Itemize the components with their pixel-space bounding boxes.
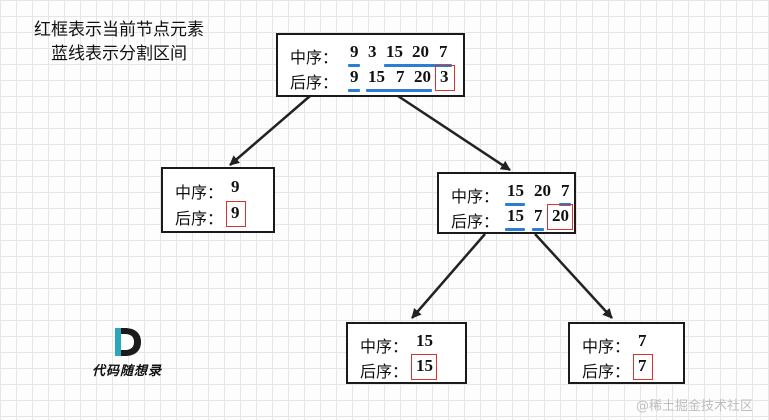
postorder-value: 9 bbox=[350, 67, 359, 86]
edge-root-to-left bbox=[229, 95, 311, 166]
watermark: @稀土掘金技术社区 bbox=[635, 399, 753, 414]
edge-right-to-right-right bbox=[534, 233, 613, 319]
postorder-label: 后序： bbox=[360, 362, 409, 381]
logo: 代码随想录 bbox=[82, 326, 172, 386]
tree-node-right: 中序： 15 20 7 后序： 15 7 20 bbox=[437, 172, 576, 234]
postorder-value: 20 bbox=[414, 67, 431, 86]
current-node-highlight bbox=[411, 354, 437, 380]
inorder-value: 15 bbox=[416, 331, 433, 350]
postorder-current-value: 3 bbox=[440, 67, 449, 86]
split-underline bbox=[505, 228, 525, 231]
postorder-value: 15 bbox=[507, 206, 524, 225]
inorder-value: 9 bbox=[231, 177, 240, 196]
postorder-label: 后序： bbox=[290, 73, 339, 92]
tree-node-root: 中序： 9 3 15 20 7 后序： 9 15 7 20 3 bbox=[276, 33, 465, 97]
tree-node-right-left: 中序： 15 后序： 15 bbox=[346, 322, 467, 384]
postorder-label: 后序： bbox=[451, 212, 500, 231]
postorder-value: 7 bbox=[396, 67, 405, 86]
current-node-highlight bbox=[547, 204, 573, 230]
inorder-value: 7 bbox=[561, 181, 570, 200]
edge-root-to-right bbox=[397, 94, 511, 172]
logo-d-icon bbox=[115, 328, 141, 356]
inorder-value: 9 bbox=[350, 42, 359, 61]
inorder-label: 中序： bbox=[451, 187, 500, 206]
postorder-current-value: 15 bbox=[416, 356, 433, 375]
split-underline bbox=[505, 203, 525, 206]
inorder-label: 中序： bbox=[582, 337, 631, 356]
inorder-label: 中序： bbox=[360, 337, 409, 356]
current-node-highlight bbox=[435, 65, 455, 91]
inorder-value: 20 bbox=[412, 42, 429, 61]
postorder-current-value: 9 bbox=[231, 203, 240, 222]
current-node-highlight bbox=[633, 354, 653, 380]
tree-node-right-right: 中序： 7 后序： 7 bbox=[568, 322, 685, 384]
split-underline bbox=[366, 89, 432, 92]
legend: 红框表示当前节点元素 蓝线表示分割区间 bbox=[14, 18, 224, 66]
postorder-value: 7 bbox=[534, 206, 543, 225]
legend-line-current-node: 红框表示当前节点元素 bbox=[34, 20, 204, 40]
inorder-value: 20 bbox=[534, 181, 551, 200]
split-underline bbox=[348, 89, 360, 92]
edge-right-to-right-left bbox=[411, 233, 486, 319]
split-underline bbox=[348, 64, 360, 67]
inorder-value: 7 bbox=[638, 331, 647, 350]
postorder-label: 后序： bbox=[175, 209, 224, 228]
postorder-current-value: 20 bbox=[552, 206, 569, 225]
inorder-label: 中序： bbox=[175, 183, 224, 202]
current-node-highlight bbox=[226, 201, 246, 227]
tree-node-left: 中序： 9 后序： 9 bbox=[161, 167, 275, 233]
inorder-value: 7 bbox=[439, 42, 448, 61]
inorder-value: 3 bbox=[368, 42, 377, 61]
postorder-label: 后序： bbox=[582, 362, 631, 381]
inorder-value: 15 bbox=[507, 181, 524, 200]
postorder-value: 15 bbox=[368, 67, 385, 86]
logo-text: 代码随想录 bbox=[91, 364, 162, 379]
inorder-value: 15 bbox=[386, 42, 403, 61]
inorder-label: 中序： bbox=[290, 48, 339, 67]
split-underline bbox=[532, 228, 544, 231]
split-underline bbox=[384, 64, 452, 67]
legend-line-split-range: 蓝线表示分割区间 bbox=[51, 44, 187, 64]
postorder-current-value: 7 bbox=[638, 356, 647, 375]
